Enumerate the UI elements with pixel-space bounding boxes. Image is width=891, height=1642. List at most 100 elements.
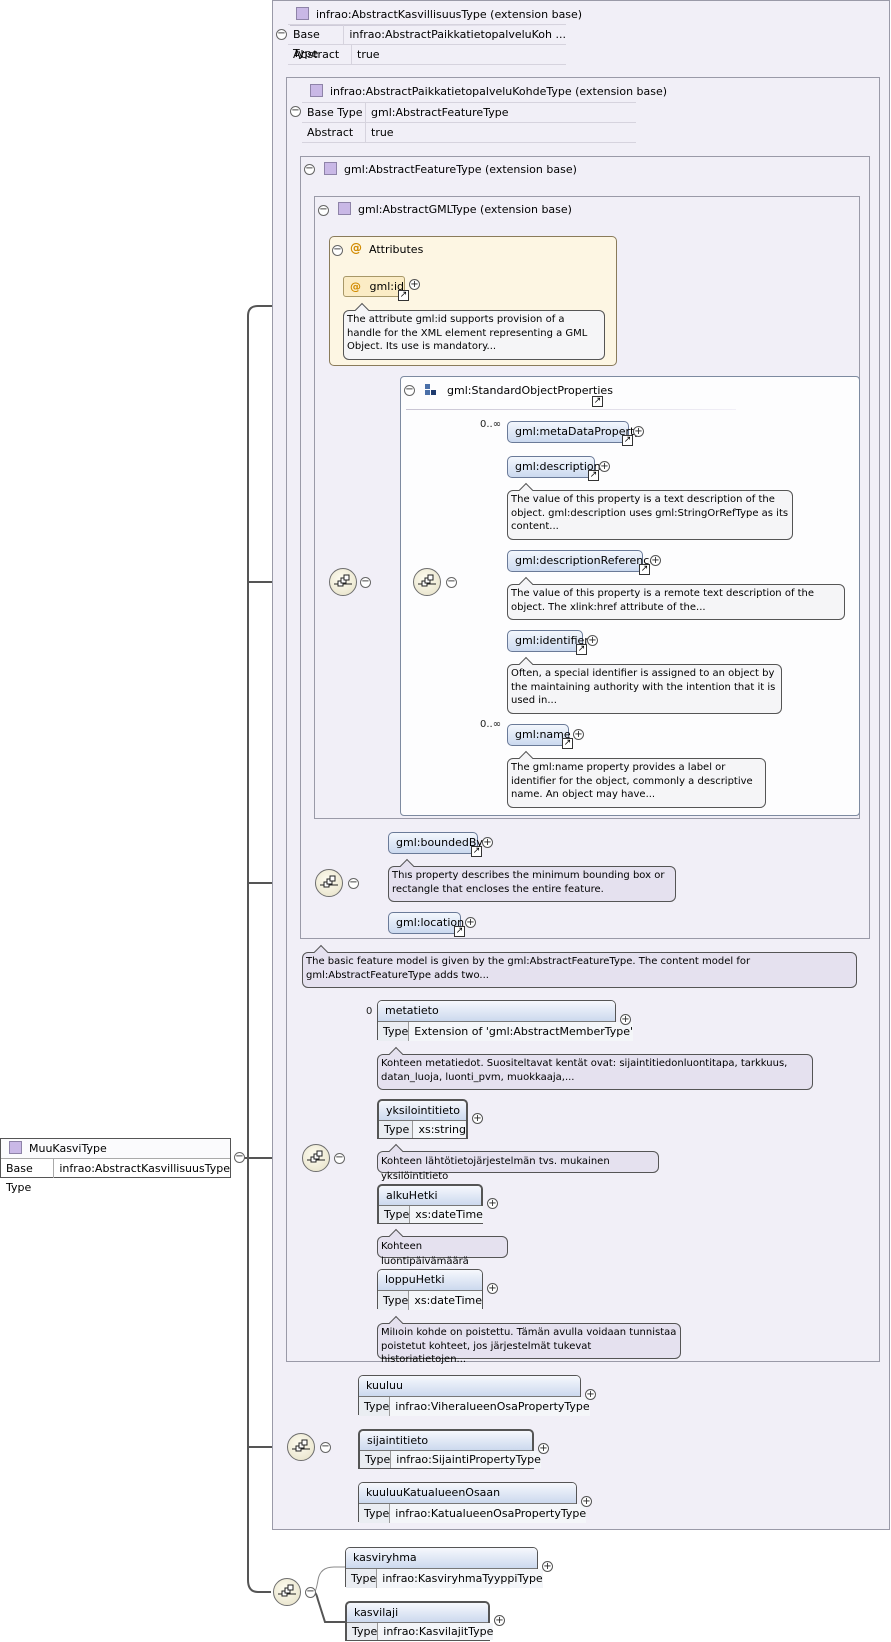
type-label: Type xyxy=(378,1291,410,1310)
link-icon[interactable]: ↗ xyxy=(576,644,587,655)
link-icon[interactable]: ↗ xyxy=(639,564,650,575)
extension-title-l4: gml:AbstractGMLType (extension base) xyxy=(358,203,572,216)
extension-header-l4: gml:AbstractGMLType (extension base) xyxy=(338,201,572,219)
type-value: Extension of 'gml:AbstractMemberType' xyxy=(409,1022,634,1041)
type-value: infrao:SijaintiPropertyType xyxy=(391,1451,541,1468)
expand-yksilointitieto-button[interactable]: + xyxy=(472,1113,483,1124)
collapse-l2-props-button[interactable]: − xyxy=(290,105,301,117)
sequence-compositor-icon[interactable] xyxy=(273,1578,301,1606)
sequence-compositor-icon[interactable] xyxy=(287,1433,315,1461)
expand-loppuhetki-button[interactable]: + xyxy=(487,1283,498,1294)
base-type-label: Base Type xyxy=(288,25,345,60)
collapse-l1-props-button[interactable]: − xyxy=(276,28,287,40)
base-type-label: Base Type xyxy=(1,1159,55,1194)
expand-gml-id-button[interactable]: + xyxy=(409,279,420,290)
type-label: Type xyxy=(378,1022,410,1041)
element-gml-identifier[interactable]: gml:identifier xyxy=(507,630,589,652)
extension-header-l3: gml:AbstractFeatureType (extension base) xyxy=(324,161,577,179)
loppuhetki-annotation: Milloin kohde on poistettu. Tämän avulla… xyxy=(377,1323,681,1365)
element-name: kasviryhma xyxy=(346,1548,537,1569)
sequence-compositor-icon[interactable] xyxy=(329,568,357,596)
metatieto-annotation: Kohteen metatiedot. Suositeltavat kentät… xyxy=(377,1054,813,1090)
type-label: Type xyxy=(359,1504,391,1523)
attribute-gml-id[interactable]: @ gml:id xyxy=(343,276,405,297)
expand-kuuluu-button[interactable]: + xyxy=(585,1389,596,1400)
type-value: infrao:KasviryhmaTyyppiType xyxy=(377,1569,543,1588)
type-label: Type xyxy=(359,1397,391,1416)
collapse-sequence-button[interactable]: − xyxy=(320,1441,331,1453)
abstract-value: true xyxy=(371,126,394,139)
root-type-title: MuuKasviType xyxy=(29,1142,107,1155)
expand-name-button[interactable]: + xyxy=(573,729,584,740)
element-gml-boundedby[interactable]: gml:boundedBy xyxy=(388,832,483,854)
base-type-label: Base Type xyxy=(302,103,366,122)
collapse-sop-button[interactable]: − xyxy=(404,384,415,396)
link-icon[interactable]: ↗ xyxy=(588,470,599,481)
occurrence-label: 0..∞ xyxy=(480,719,502,730)
root-type-box[interactable]: MuuKasviType Base Type infrao:AbstractKa… xyxy=(0,1138,231,1194)
link-icon[interactable]: ↗ xyxy=(592,396,603,407)
complex-type-icon xyxy=(9,1141,22,1154)
description-annotation: The value of this property is a text des… xyxy=(507,490,793,540)
element-gml-location[interactable]: gml:location xyxy=(388,912,464,934)
expand-sijaintitieto-button[interactable]: + xyxy=(538,1443,549,1454)
gml-id-annotation: The attribute gml:id supports provision … xyxy=(343,310,605,360)
collapse-sequence-button[interactable]: − xyxy=(334,1152,345,1164)
element-name: kasvilaji xyxy=(347,1603,488,1623)
type-value: xs:dateTime xyxy=(410,1206,483,1223)
abstract-value: true xyxy=(357,48,380,61)
extension-title-l1: infrao:AbstractKasvillisuusType (extensi… xyxy=(316,8,583,21)
type-label: Type xyxy=(360,1451,392,1468)
expand-alkuhetki-button[interactable]: + xyxy=(487,1198,498,1209)
collapse-sequence-button[interactable]: − xyxy=(348,877,359,889)
sequence-compositor-icon[interactable] xyxy=(315,869,343,897)
collapse-sequence-button[interactable]: − xyxy=(446,576,457,588)
expand-identifier-button[interactable]: + xyxy=(587,635,598,646)
base-type-value: gml:AbstractFeatureType xyxy=(371,106,509,119)
link-icon[interactable]: ↗ xyxy=(454,926,465,937)
expand-description-button[interactable]: + xyxy=(599,461,610,472)
expand-kasvilaji-button[interactable]: + xyxy=(494,1615,505,1626)
expand-metatieto-button[interactable]: + xyxy=(620,1014,631,1025)
expand-kasviryhma-button[interactable]: + xyxy=(542,1561,553,1572)
element-gml-metadataproperty[interactable]: gml:metaDataProperty xyxy=(507,421,641,443)
element-gml-name[interactable]: gml:name xyxy=(507,724,571,746)
expand-kuuluukatualueenosaan-button[interactable]: + xyxy=(581,1496,592,1507)
collapse-l4-button[interactable]: − xyxy=(318,204,329,216)
collapse-attributes-button[interactable]: − xyxy=(332,244,343,256)
collapse-root-button[interactable]: − xyxy=(234,1151,245,1163)
yksilointitieto-annotation: Kohteen lähtötietojärjestelmän tvs. muka… xyxy=(377,1151,659,1182)
expand-location-button[interactable]: + xyxy=(465,917,476,928)
link-icon[interactable]: ↗ xyxy=(622,435,633,446)
collapse-sequence-button[interactable]: − xyxy=(360,576,371,588)
type-label: Type xyxy=(379,1121,414,1138)
sequence-compositor-icon[interactable] xyxy=(413,568,441,596)
sequence-compositor-icon[interactable] xyxy=(302,1144,330,1172)
element-name: yksilointitieto xyxy=(379,1101,466,1121)
element-gml-description[interactable]: gml:description xyxy=(507,456,601,478)
complex-type-icon xyxy=(296,7,309,20)
sop-title: gml:StandardObjectProperties xyxy=(447,384,613,397)
link-icon[interactable]: ↗ xyxy=(562,738,573,749)
expand-metadataproperty-button[interactable]: + xyxy=(633,426,644,437)
collapse-l3-button[interactable]: − xyxy=(304,163,315,175)
expand-boundedby-button[interactable]: + xyxy=(482,837,493,848)
link-icon[interactable]: ↗ xyxy=(471,846,482,857)
at-icon: @ xyxy=(350,280,361,293)
abstractfeaturetype-annotation: The basic feature model is given by the … xyxy=(302,952,857,988)
expand-descriptionreference-button[interactable]: + xyxy=(650,555,661,566)
attributes-title: Attributes xyxy=(369,243,424,256)
link-icon[interactable]: ↗ xyxy=(398,290,409,301)
collapse-sequence-button[interactable]: − xyxy=(305,1586,316,1598)
element-gml-descriptionreference[interactable]: gml:descriptionReference xyxy=(507,550,656,572)
